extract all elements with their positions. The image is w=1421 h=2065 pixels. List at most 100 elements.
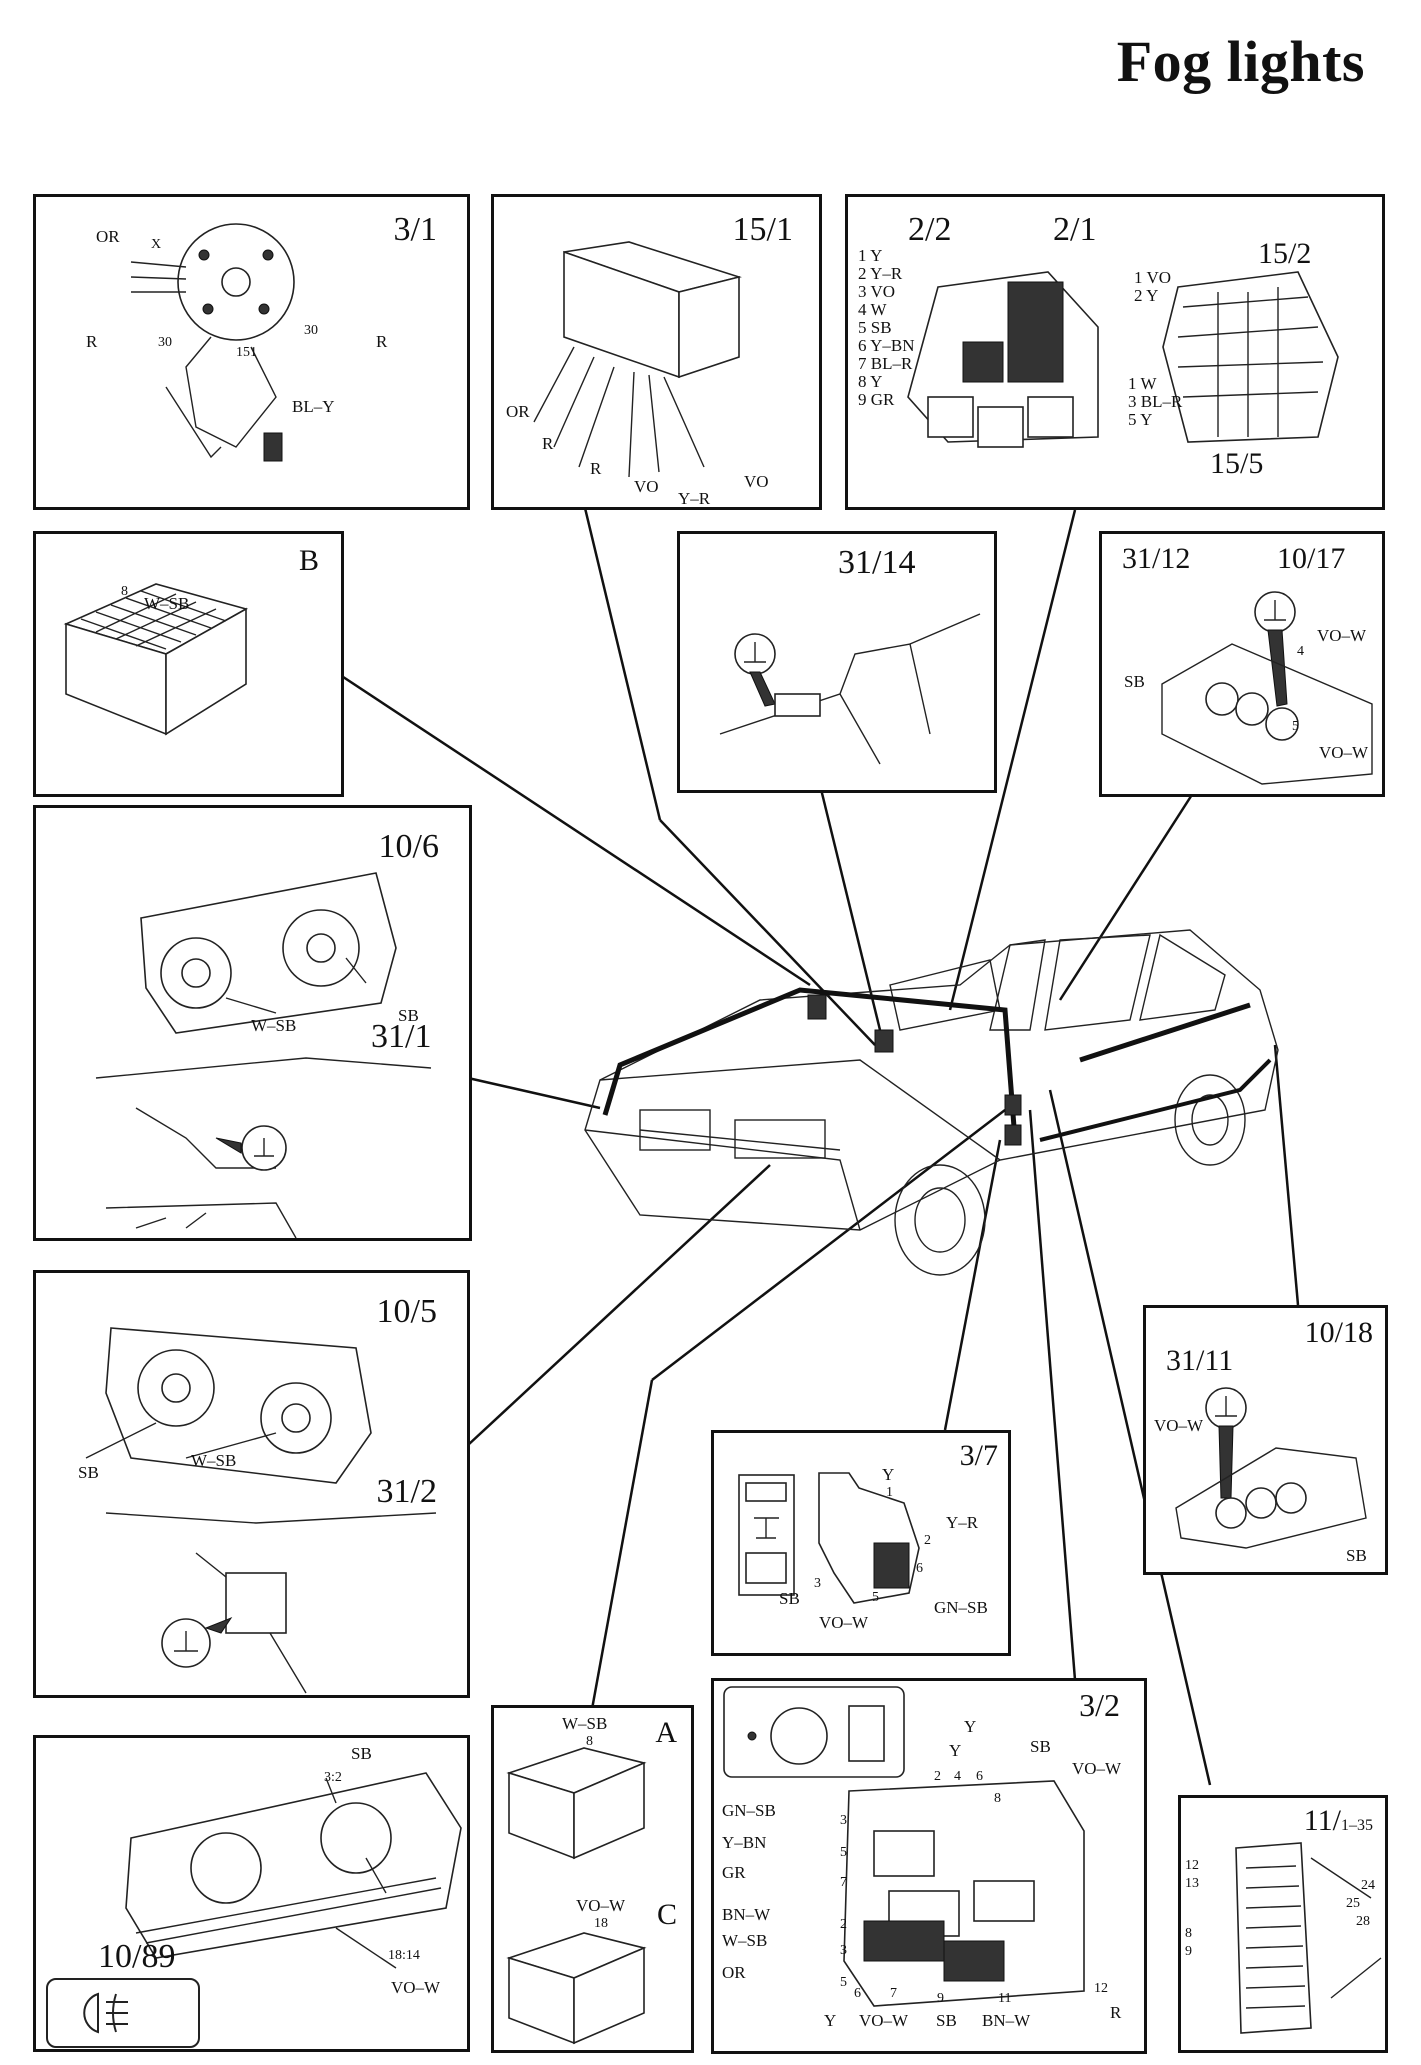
panel-ref-10-18: 10/18: [1304, 1316, 1373, 1349]
ground-point-drawing: [719, 613, 981, 765]
pin-label: 8: [586, 1734, 593, 1749]
switch-drawing: [738, 1472, 920, 1604]
relay-pin-label: 6 Y–BN: [858, 336, 915, 355]
panel-ref-10-6: 10/6: [378, 828, 439, 865]
relay-pin-label: 1 Y: [858, 246, 883, 265]
wire-label: VO: [744, 472, 769, 491]
relay-pin-label: 2 Y: [1134, 286, 1159, 305]
wire-label: BN–W: [982, 2011, 1031, 2030]
panel-ref: B: [298, 544, 319, 577]
panel-b: B 8 W–SB: [33, 531, 344, 797]
pin-label: 9: [1185, 1944, 1192, 1959]
relay-box-drawing: [907, 271, 1339, 448]
headlamp-drawing: [85, 1327, 437, 1694]
fog-light-icon: [83, 1992, 128, 2034]
panel-a-c: A C W–SB 8 VO–W 18: [491, 1705, 694, 2053]
panel-10-6: 10/6 31/1 SB W–SB: [33, 805, 472, 1241]
panel-3-1: 3/1 OR X R 30 151 30 R BL–Y: [33, 194, 470, 510]
wire-label: VO: [634, 477, 659, 496]
pin-label: 18: [594, 1916, 608, 1931]
pin-label: 8: [1185, 1926, 1192, 1941]
panel-ref-31-2: 31/2: [376, 1473, 437, 1510]
wire-label: GN–SB: [722, 1801, 776, 1820]
wire-label: VO–W: [391, 1978, 441, 1997]
wire-label: Y–R: [946, 1513, 979, 1532]
panel-ref-main: 11/: [1303, 1804, 1341, 1837]
relay-pin-label: 1 VO: [1134, 268, 1171, 287]
panel-31-14: 31/14: [677, 531, 997, 793]
wire-label: R: [542, 434, 554, 453]
relay-pin-label: 3 BL–R: [1128, 392, 1183, 411]
wire-label: Y: [964, 1717, 977, 1736]
pin-label: 11: [998, 1991, 1012, 2006]
relay-pin-label: 1 W: [1128, 374, 1157, 393]
pin-label: 1: [886, 1485, 893, 1500]
headlamp-drawing: [95, 872, 432, 1239]
panel-ref-c: C: [656, 1898, 677, 1931]
pin-label: 8: [121, 584, 128, 599]
wire-label: VO–W: [1154, 1416, 1204, 1435]
wire-label: Y: [949, 1741, 962, 1760]
pin-label: 6: [916, 1561, 923, 1576]
panel-ref: 3/7: [959, 1439, 998, 1472]
panel-ref-31-1: 31/1: [371, 1018, 432, 1055]
pin-label: 2: [934, 1769, 941, 1784]
panel-ref-10-5: 10/5: [376, 1293, 437, 1330]
wire-label: W–SB: [144, 594, 190, 613]
wire-label: OR: [722, 1963, 746, 1982]
pin-label: 25: [1346, 1896, 1360, 1911]
wire-label: Y: [824, 2011, 837, 2030]
relay-pin-label: 5 Y: [1128, 410, 1153, 429]
wire-label: SB: [351, 1744, 372, 1763]
wire-label: SB: [779, 1589, 800, 1608]
wire-label: VO–W: [859, 2011, 909, 2030]
light-switch-drawing: [723, 1686, 1085, 2007]
pin-label: 28: [1356, 1914, 1370, 1929]
panel-ref: 15/1: [732, 211, 793, 248]
pin-label: 2: [840, 1917, 847, 1932]
panel-ref-2-2: 2/2: [908, 211, 952, 248]
wire-label: R: [590, 459, 602, 478]
relay-pin-label: 3 VO: [858, 282, 895, 301]
panel-ref-15-5: 15/5: [1210, 447, 1264, 480]
panel-15-1: 15/1 OR R R VO Y–R VO: [491, 194, 822, 510]
panel-ref: 11/1–35: [1304, 1804, 1373, 1838]
terminal-label: 30: [304, 323, 318, 338]
panel-ref-2-1: 2/1: [1053, 211, 1097, 248]
wire-label: Y–BN: [722, 1833, 767, 1852]
terminal-label: 30: [158, 335, 172, 350]
page-title: Fog lights: [1116, 29, 1365, 94]
panel-31-12: 31/12 10/17 VO–W 4 SB 5 VO–W: [1099, 531, 1385, 797]
wire-label: VO–W: [1072, 1759, 1122, 1778]
relay-pin-label: 9 GR: [858, 390, 895, 409]
connector-11-drawing: [1235, 1842, 1382, 2034]
pin-label: 3: [840, 1813, 847, 1828]
panel-ref-sub: 1–35: [1341, 1817, 1373, 1834]
wire-label: OR: [96, 227, 120, 246]
pin-label: 5: [840, 1845, 847, 1860]
pin-label: 4: [1297, 644, 1304, 659]
pin-label: 18:14: [388, 1948, 420, 1963]
pin-label: 3:2: [324, 1770, 342, 1785]
pin-label: 12: [1094, 1981, 1108, 1996]
connector-b-drawing: [63, 583, 249, 736]
panel-ref: 31/14: [838, 544, 916, 581]
relay-pin-label: 7 BL–R: [858, 354, 913, 373]
wire-label: SB: [936, 2011, 957, 2030]
pin-label: 6: [854, 1986, 861, 2001]
panel-ref: 3/1: [393, 211, 437, 248]
pin-label: 3: [840, 1943, 847, 1958]
pin-label: 2: [924, 1533, 931, 1548]
pin-label: 12: [1185, 1858, 1199, 1873]
panel-ref: 10/89: [98, 1938, 176, 1975]
panel-ref: 3/2: [1079, 1687, 1120, 1723]
wire-label: VO–W: [1317, 626, 1367, 645]
pin-label: 3: [814, 1576, 821, 1591]
wire-label: SB: [78, 1463, 99, 1482]
wire-label: BL–Y: [292, 397, 335, 416]
instrument-cluster-drawing: [125, 1772, 462, 1969]
